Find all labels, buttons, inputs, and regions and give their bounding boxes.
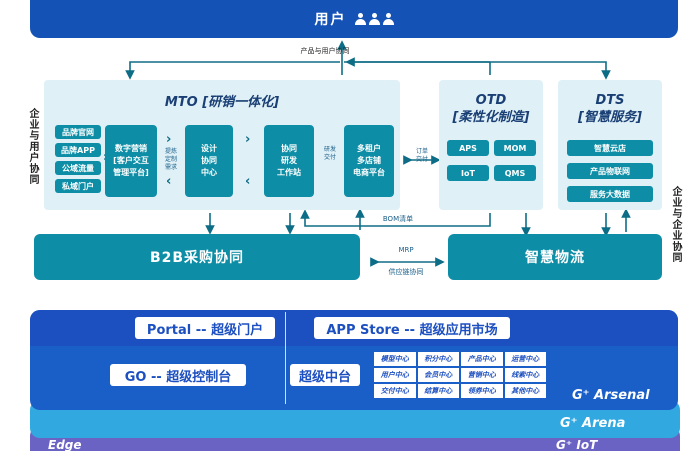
otd-item-qms: QMS — [494, 165, 536, 181]
edge-label: Edge — [48, 438, 82, 451]
center-cell: 线索中心 — [504, 368, 546, 382]
right-side-label: 企业与企业协同 — [670, 186, 681, 263]
dts-title: DTS [智慧服务] — [578, 93, 642, 125]
chevron-left-icon: ‹ — [166, 174, 172, 189]
chevron-left-icon: ‹ — [245, 174, 251, 189]
center-cell: 营销中心 — [461, 368, 503, 382]
channel-item: 品牌APP — [55, 143, 101, 157]
bom-label: BOM清单 — [382, 215, 414, 223]
center-cell: 产品中心 — [461, 352, 503, 366]
channel-item: 品牌官网 — [55, 125, 101, 139]
center-cell: 其他中心 — [504, 384, 546, 398]
channel-list: 品牌官网 品牌APP 公域流量 私域门户 — [55, 125, 101, 193]
otd-item-aps: APS — [447, 140, 489, 156]
channel-item: 私域门户 — [55, 179, 101, 193]
bom-arrow — [300, 209, 491, 227]
arsenal-label: G⁺ Arsenal — [572, 388, 650, 403]
ecommerce-box: 多租户 多店铺 电商平台 — [344, 125, 394, 197]
dts-item: 智慧云店 — [567, 140, 653, 156]
users-icon — [354, 13, 394, 25]
center-cell: 积分中心 — [417, 352, 459, 366]
supply-label: 供应链协同 — [388, 268, 424, 276]
rd-delivery-label: 研发 交付 — [323, 146, 336, 161]
top-flow-right-arrow — [344, 61, 611, 80]
rd-station-box: 协同 研发 工作站 — [264, 125, 314, 197]
design-center-box: 设计 协同 中心 — [185, 125, 233, 197]
iot-label: G⁺ IoT — [556, 438, 598, 451]
center-cell: 会员中心 — [417, 368, 459, 382]
otd-item-iot: IoT — [447, 165, 489, 181]
chevron-right-icon: › — [245, 132, 251, 147]
user-label: 用户 — [314, 12, 347, 28]
digital-marketing-box: 数字营销 [客户交互 管理平台] — [105, 125, 157, 197]
top-flow-left-arrow — [125, 61, 340, 80]
b2b-box: B2B采购协同 — [34, 234, 360, 280]
center-cell: 领券中心 — [461, 384, 503, 398]
center-cell: 用户中心 — [374, 368, 416, 382]
otd-title: OTD [柔性化制造] — [452, 93, 530, 125]
platform-divider — [285, 312, 286, 404]
left-side-label: 企业与用户协同 — [27, 108, 38, 185]
demand-note: 提炼 定制 需求 — [164, 148, 177, 171]
appstore-box: APP Store -- 超级应用市场 — [314, 317, 510, 339]
arena-label: G⁺ Arena — [560, 416, 626, 431]
center-cell: 模型中心 — [374, 352, 416, 366]
center-cell: 运营中心 — [504, 352, 546, 366]
user-bar: 用户 — [30, 0, 678, 38]
dts-item: 产品物联网 — [567, 163, 653, 179]
channel-item: 公域流量 — [55, 161, 101, 175]
center-grid: 模型中心 积分中心 产品中心 运营中心 用户中心 会员中心 营销中心 线索中心 … — [374, 352, 546, 398]
mrp-label: MRP — [398, 246, 414, 254]
logistics-box: 智慧物流 — [448, 234, 662, 280]
middle-box: 超级中台 — [290, 364, 360, 386]
go-box: GO -- 超级控制台 — [110, 364, 246, 386]
top-flow-label: 产品与用户协同 — [300, 47, 350, 55]
center-cell: 结算中心 — [417, 384, 459, 398]
portal-box: Portal -- 超级门户 — [135, 317, 275, 339]
order-delivery-label: 订单 交付 — [415, 148, 428, 163]
chevron-right-icon: › — [166, 132, 172, 147]
center-cell: 交付中心 — [374, 384, 416, 398]
mto-title: MTO [研销一体化] — [164, 95, 280, 110]
otd-item-mom: MOM — [494, 140, 536, 156]
dts-item: 服务大数据 — [567, 186, 653, 202]
